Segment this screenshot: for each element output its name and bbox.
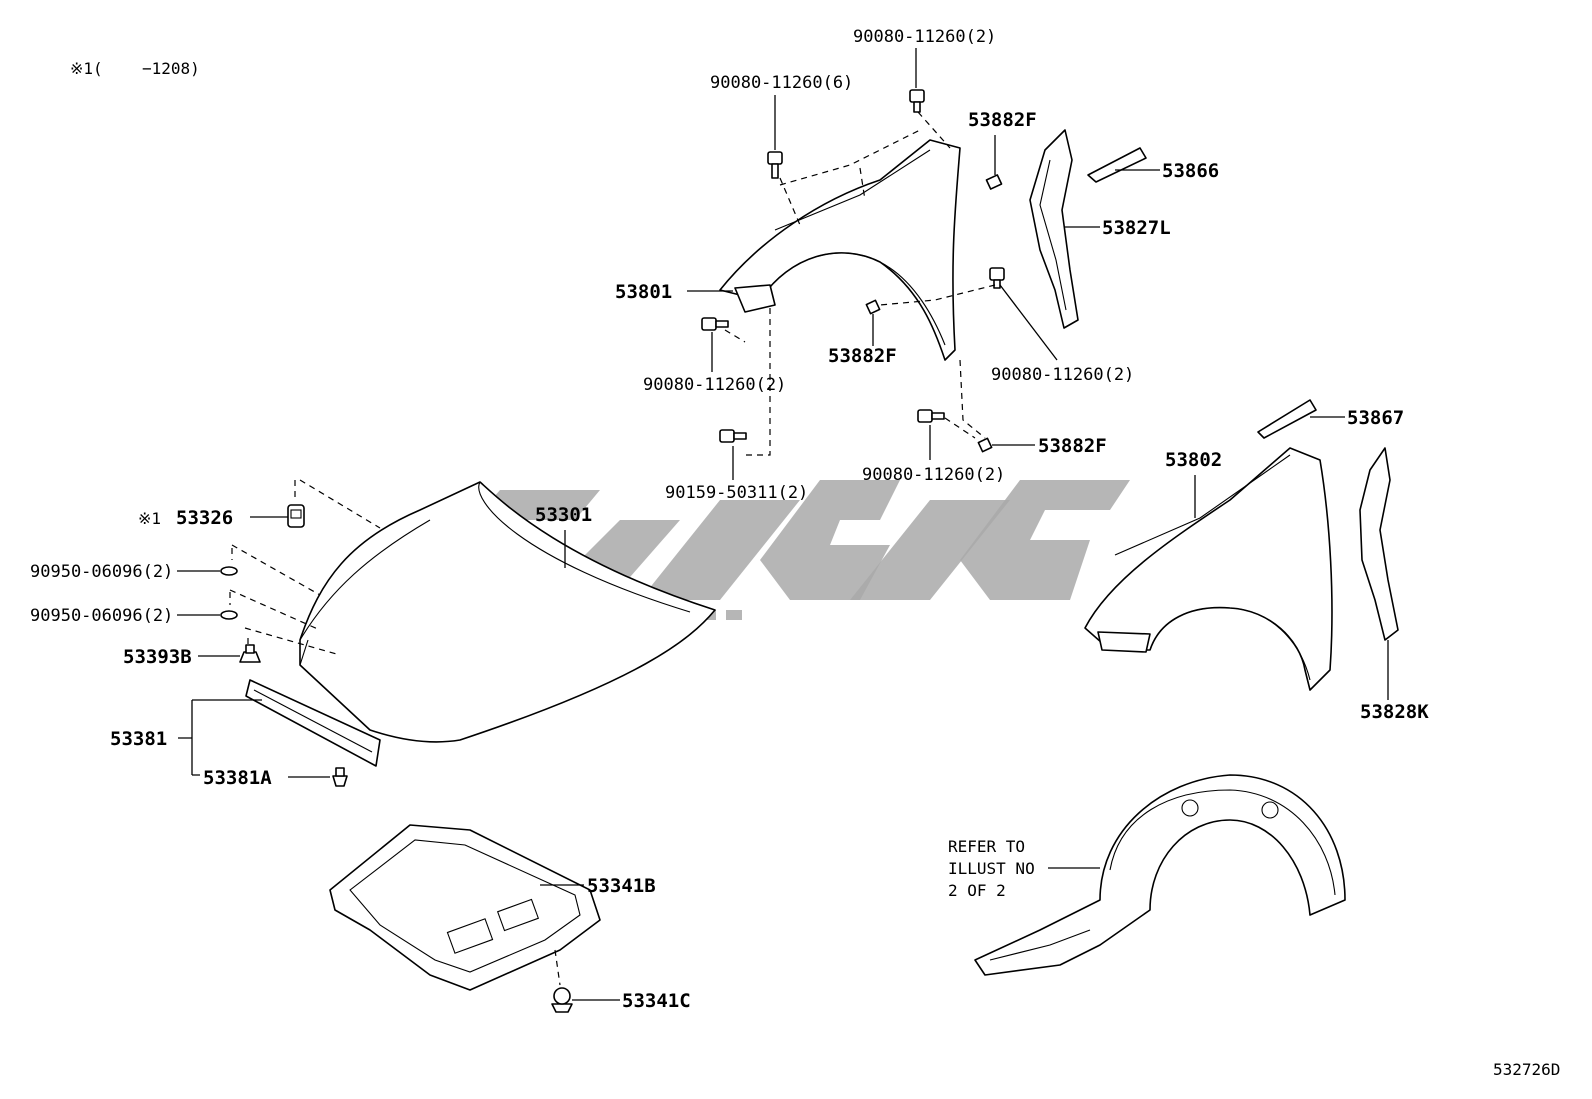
note-prefix: ※1(: [70, 59, 103, 78]
wheel-arch-liner: [974, 774, 1346, 976]
label-53828k: 53828K: [1360, 701, 1429, 723]
nut-icon-53882f-mid: [865, 299, 881, 315]
refer-line-1: REFER TO: [948, 837, 1025, 856]
fender-liner-53827l: [1029, 129, 1079, 329]
moulding-53867: [1257, 399, 1317, 439]
label-53801: 53801: [615, 281, 672, 303]
label-53326: 53326: [176, 507, 233, 529]
note-range: −1208): [142, 59, 200, 78]
label-g2: 90950-06096(2): [30, 606, 173, 626]
label-b5: 90080-11260(2): [862, 465, 1005, 485]
label-53301: 53301: [535, 504, 592, 526]
bolt-icon-low: [917, 409, 945, 423]
screw-icon: [719, 429, 747, 443]
label-n1-mark: ※1: [138, 509, 161, 528]
label-53802: 53802: [1165, 449, 1222, 471]
bolt-icon-left: [701, 317, 729, 331]
hood-part: [299, 481, 716, 743]
label-53867: 53867: [1347, 407, 1404, 429]
label-g1: 90950-06096(2): [30, 562, 173, 582]
label-53882f-mid: 53882F: [828, 345, 897, 367]
nut-icon-53882f-low: [977, 437, 993, 453]
hood-stop-53326: [287, 504, 305, 528]
label-53882f-low: 53882F: [1038, 435, 1107, 457]
clip-53381a: [332, 767, 348, 787]
label-53827l: 53827L: [1102, 217, 1171, 239]
label-53393b: 53393B: [123, 646, 192, 668]
bolt-icon-top: [909, 89, 925, 113]
label-b3: 90080-11260(2): [643, 375, 786, 395]
label-b4: 90080-11260(2): [991, 365, 1134, 385]
nut-icon-53882f-top: [985, 174, 1003, 190]
fender-liner-53828k: [1359, 447, 1399, 641]
fender-53801: [719, 139, 961, 361]
label-b2: 90080-11260(6): [710, 73, 853, 93]
grommet-icon-2: [220, 610, 238, 620]
bolt-icon-6: [767, 151, 783, 179]
grommet-icon: [220, 566, 238, 576]
label-53381: 53381: [110, 728, 167, 750]
clip-53341c: [551, 987, 573, 1013]
cushion-53393b: [239, 644, 261, 663]
under-cover-53341b: [329, 824, 601, 991]
label-b1: 90080-11260(2): [853, 27, 996, 47]
hood-seal-53381: [245, 679, 381, 767]
label-53866: 53866: [1162, 160, 1219, 182]
label-53341c: 53341C: [622, 990, 691, 1012]
label-53381a: 53381A: [203, 767, 272, 789]
moulding-53866: [1087, 147, 1147, 183]
diagram-id: 532726D: [1493, 1060, 1560, 1079]
refer-line-3: 2 OF 2: [948, 881, 1006, 900]
label-53882f-top: 53882F: [968, 109, 1037, 131]
label-s1: 90159-50311(2): [665, 483, 808, 503]
fender-53802: [1084, 447, 1333, 691]
label-53341b: 53341B: [587, 875, 656, 897]
bolt-icon-right: [989, 267, 1005, 289]
refer-line-2: ILLUST NO: [948, 859, 1035, 878]
